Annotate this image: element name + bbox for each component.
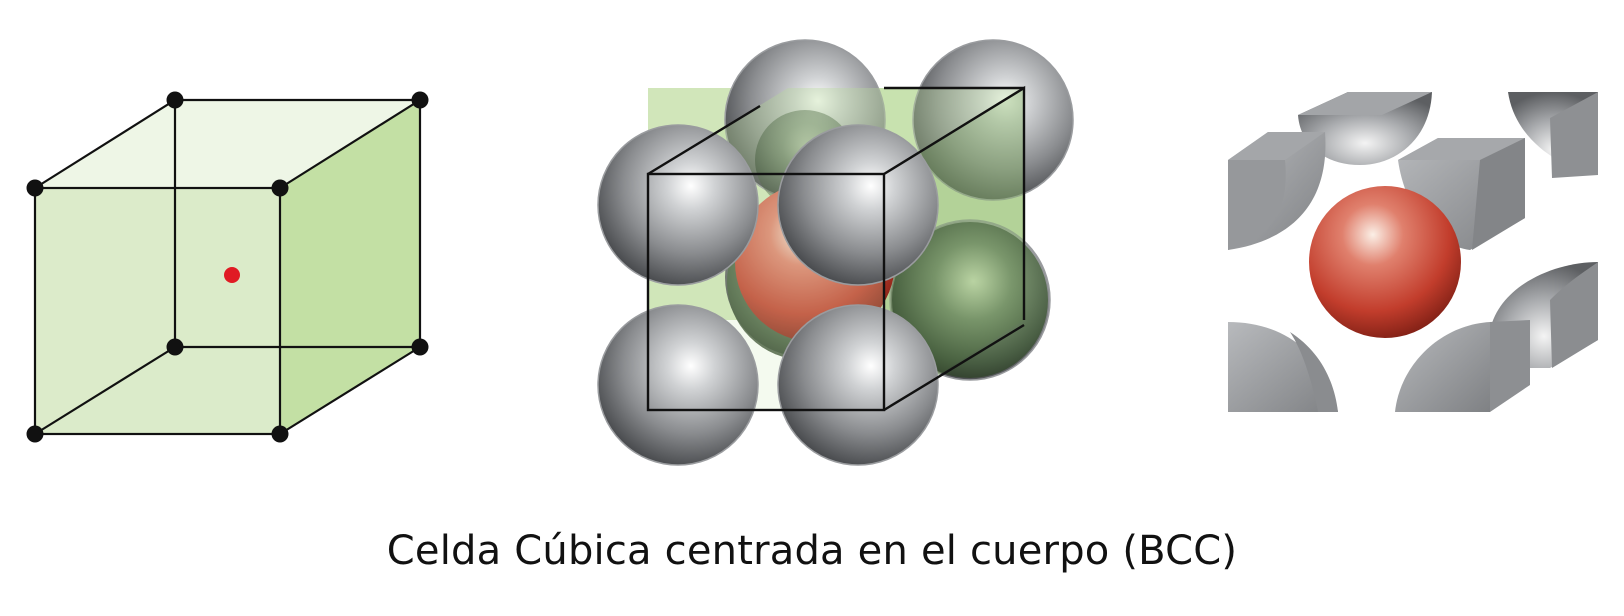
corner-atom-eighth-edge: [1290, 332, 1338, 412]
cell-edges: [646, 85, 1026, 412]
corner-atom-eighth-front: [1228, 160, 1286, 250]
atom-fraction-panel: [1228, 92, 1598, 412]
front-corner-atom: [777, 304, 939, 466]
corner-atom-eighth-side: [1550, 262, 1598, 368]
corner-atom-eighth: [1228, 322, 1338, 412]
corner-atom-eighth-top: [1298, 92, 1432, 115]
figure-caption: Celda Cúbica centrada en el cuerpo (BCC): [386, 528, 1238, 574]
body-center-atom: [1309, 186, 1461, 338]
lattice-point: [411, 91, 429, 109]
body-center-point: [224, 267, 240, 283]
lattice-point: [26, 179, 44, 197]
cube-top-face: [35, 100, 420, 188]
lattice-point: [411, 338, 429, 356]
front-corner-atom: [777, 124, 939, 286]
cube-right-face: [280, 100, 420, 434]
corner-atom-eighth-top: [1398, 138, 1525, 160]
lattice-cube-panel: [26, 91, 429, 443]
cube-front-face: [35, 188, 280, 434]
corner-atom-eighth-side: [1550, 92, 1598, 178]
corner-atom-eighth-side: [1472, 138, 1525, 250]
corner-atom-eighth-side: [1490, 320, 1530, 412]
corner-atom-eighth: [1395, 322, 1490, 412]
shaded-corner-atom: [892, 222, 1048, 378]
cube-edges: [33, 98, 424, 436]
front-corner-atom: [597, 304, 759, 466]
corner-lattice-points: [26, 91, 429, 443]
sphere-packing-panel: [597, 39, 1074, 466]
lattice-point: [271, 425, 289, 443]
lattice-point: [166, 338, 184, 356]
back-corner-atom: [912, 39, 1074, 201]
lattice-point: [271, 179, 289, 197]
lattice-point: [166, 91, 184, 109]
lattice-point: [26, 425, 44, 443]
corner-atom-eighth-top: [1228, 132, 1325, 160]
front-corner-atom: [597, 124, 759, 286]
